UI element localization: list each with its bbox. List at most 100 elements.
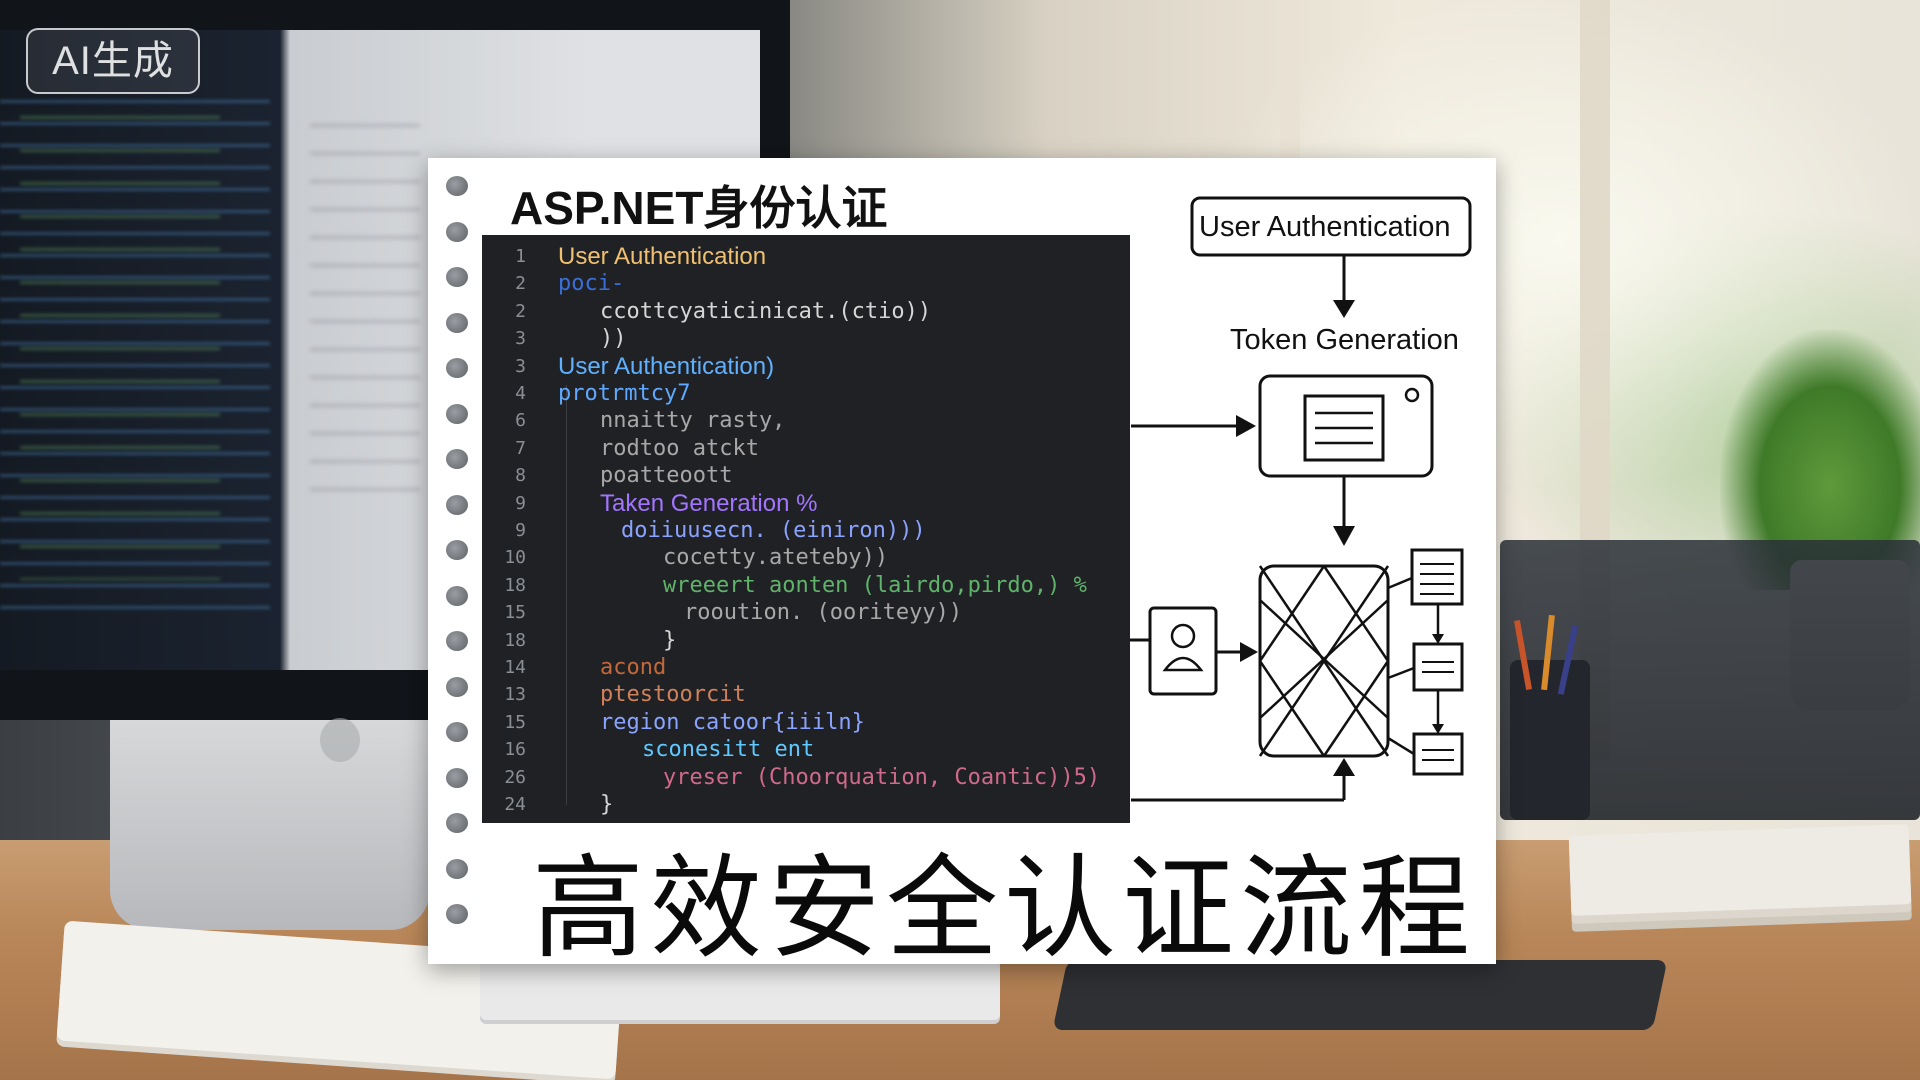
code-line: 26 yreser (Choorquation, Coantic))5) xyxy=(482,764,1130,791)
binder-hole xyxy=(446,676,468,697)
code-text: rooution. (ooriteyy)) xyxy=(684,600,963,626)
line-number: 10 xyxy=(504,547,526,569)
binder-hole xyxy=(446,267,468,287)
code-text: poci- xyxy=(558,271,625,297)
blurred-pane xyxy=(310,110,420,510)
code-text: User Authentication xyxy=(558,243,767,270)
code-text: cocetty.ateteby)) xyxy=(663,545,889,571)
code-text: region catoor{iiiln} xyxy=(600,709,865,735)
binder-hole xyxy=(446,176,468,196)
network-lines xyxy=(1258,565,1390,757)
code-text: sconesitt ent xyxy=(642,737,815,763)
binder-hole xyxy=(446,767,468,788)
code-text: poatteoott xyxy=(600,463,733,489)
card-title: ASP.NET身份认证 xyxy=(510,182,888,234)
code-text: protrmtcy7 xyxy=(558,381,691,406)
line-number: 18 xyxy=(504,574,526,596)
line-number: 26 xyxy=(504,766,526,788)
code-text: rodtoo atckt xyxy=(600,435,759,461)
code-text: Taken Generation % xyxy=(600,489,818,517)
code-line: 8 poatteoott xyxy=(482,462,1130,489)
line-number: 8 xyxy=(515,465,526,487)
code-line: 18} xyxy=(482,627,1130,654)
pen-holder xyxy=(1510,660,1590,820)
binder-hole xyxy=(446,449,468,469)
code-text: ptestoorcit xyxy=(600,682,746,708)
binder-hole xyxy=(446,312,468,333)
blurred-code xyxy=(20,100,220,580)
binder-hole xyxy=(446,540,468,560)
arrowhead xyxy=(1333,526,1355,546)
code-line: 2 ccottcyaticinicat.(ctio)) xyxy=(482,298,1130,325)
line-number: 13 xyxy=(504,684,526,706)
line-number: 16 xyxy=(504,739,526,761)
line-number: 18 xyxy=(504,629,526,651)
code-text: doiiuusecn. (einiron))) xyxy=(621,518,926,543)
code-line: 2 poci- xyxy=(482,270,1130,297)
code-line: 3 User Authentication) xyxy=(482,353,1130,380)
apple-logo-icon xyxy=(320,718,360,762)
binder-hole xyxy=(446,403,468,424)
code-line: 6 nnaitty rasty, xyxy=(482,407,1130,434)
headline: 高效安全认证流程 xyxy=(532,844,1476,974)
line-number: 2 xyxy=(515,273,526,295)
code-line: 14 acond xyxy=(482,654,1130,681)
line-number: 1 xyxy=(515,246,526,267)
code-line: 9 Taken Generation % xyxy=(482,490,1130,517)
binder-hole xyxy=(446,221,468,242)
binder-holes xyxy=(440,176,480,956)
code-line: 13 ptestoorcit xyxy=(482,681,1130,708)
user-box xyxy=(1148,606,1218,696)
code-text: } xyxy=(600,792,614,817)
arrowhead xyxy=(1240,642,1258,662)
code-line: 3)) xyxy=(482,325,1130,352)
user-icon-body xyxy=(1162,656,1204,672)
ai-generated-badge: AI生成 xyxy=(26,28,200,94)
line-number: 15 xyxy=(504,602,526,624)
code-line: 10 cocetty.ateteby)) xyxy=(482,544,1130,571)
code-text: acond xyxy=(600,655,667,680)
blurred-code xyxy=(0,90,270,610)
code-text: nnaitty rasty, xyxy=(600,408,786,434)
line-number: 14 xyxy=(504,657,526,678)
code-text: User Authentication) xyxy=(558,352,775,380)
doc-3 xyxy=(1412,732,1464,776)
line-number: 9 xyxy=(515,492,526,514)
code-line: 4 protrmtcy7 xyxy=(482,380,1130,407)
line-number: 24 xyxy=(504,794,526,815)
arrowhead xyxy=(1333,300,1355,318)
line-number: 2 xyxy=(515,300,526,322)
line-number: 15 xyxy=(504,711,526,733)
auth-box-label: User Authentication xyxy=(1199,211,1451,243)
code-line: 7 rodtoo atckt xyxy=(482,435,1130,462)
indent-guide xyxy=(566,385,567,805)
code-text: )) xyxy=(600,326,627,352)
line-number: 7 xyxy=(515,437,526,459)
code-line: 15 region catoor{iiiln} xyxy=(482,709,1130,736)
binder-hole xyxy=(446,858,468,879)
doc-1 xyxy=(1410,548,1464,606)
notebook-card: ASP.NET身份认证 1 User Authentication 2 poci- 2 c… xyxy=(428,158,1496,974)
code-text: yreser (Choorquation, Coantic))5) xyxy=(663,764,1101,790)
binder-hole xyxy=(446,904,468,924)
code-line: 16 sconesitt ent xyxy=(482,736,1130,763)
line-number: 9 xyxy=(515,520,526,541)
binder-hole xyxy=(446,494,468,515)
keyboard xyxy=(480,960,1000,1020)
code-line: 15 rooution. (ooriteyy)) xyxy=(482,599,1130,626)
code-line: 24} xyxy=(482,791,1130,818)
binder-hole xyxy=(446,358,468,378)
binder-hole xyxy=(446,585,468,606)
code-text: ccottcyaticinicat.(ctio)) xyxy=(600,298,932,324)
line-number: 6 xyxy=(515,410,526,432)
auth-box xyxy=(1190,196,1472,257)
monitor-stand xyxy=(110,720,430,930)
line-number: 3 xyxy=(515,355,526,377)
binder-hole xyxy=(446,722,468,742)
line-number: 3 xyxy=(515,328,526,350)
flow-diagram xyxy=(1130,196,1472,802)
token-generation-label: Token Generation xyxy=(1230,324,1459,356)
line-number: 4 xyxy=(515,383,526,404)
paper-stack xyxy=(1568,824,1912,916)
